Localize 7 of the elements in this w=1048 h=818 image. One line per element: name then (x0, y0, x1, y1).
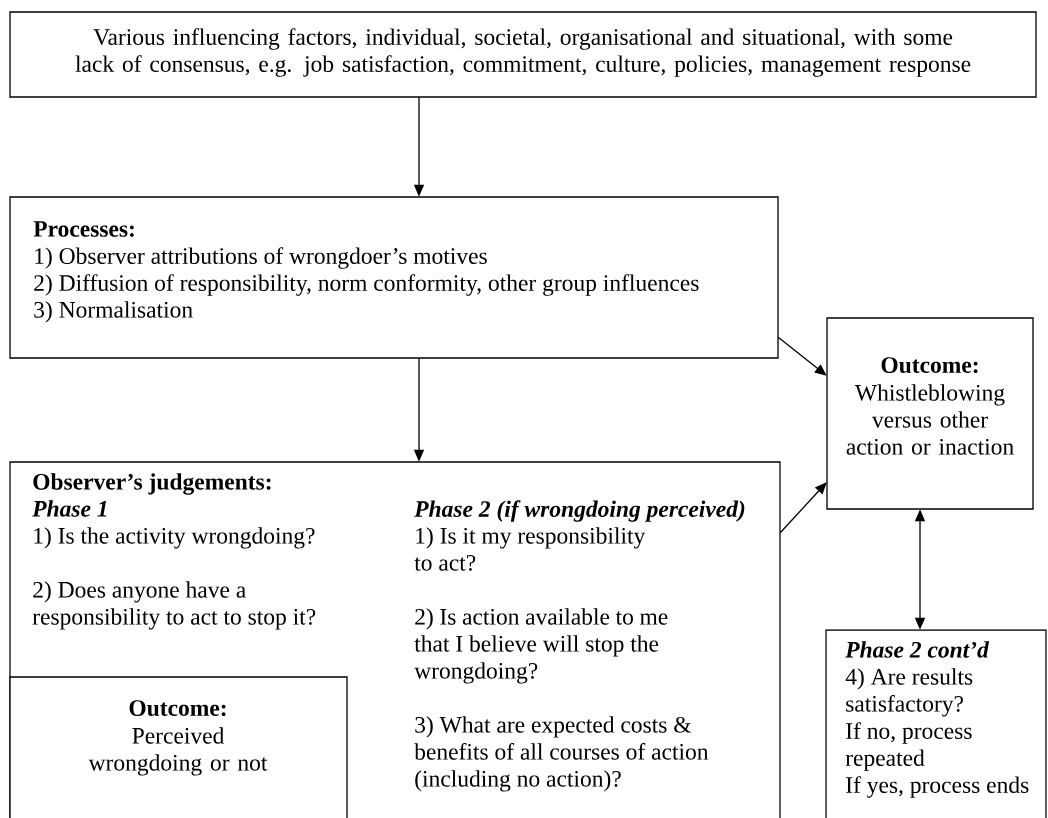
factors-box: Various influencing factors, individual, societal, organisational and situational, with some lack of consensus, e.g. job satisfaction, commitment, culture, policies, management response (9, 11, 1037, 98)
arrow (777, 336, 827, 376)
processes-box: Processes: 1) Observer attributions of wrongdoer’s motives 2) Diffusion of responsibility, norm conformity, other group influences 3) Normalisation (9, 196, 779, 359)
arrow (779, 482, 827, 534)
phase-box: Phase 2 cont’d 4) Are results satisfactory? If no, process repeated If yes, process ends (825, 629, 1047, 818)
outcome-box: Outcome: Perceived wrongdoing or not (9, 676, 348, 818)
outcome-box: Outcome: Whistleblowing versus other action or inaction (826, 317, 1034, 510)
